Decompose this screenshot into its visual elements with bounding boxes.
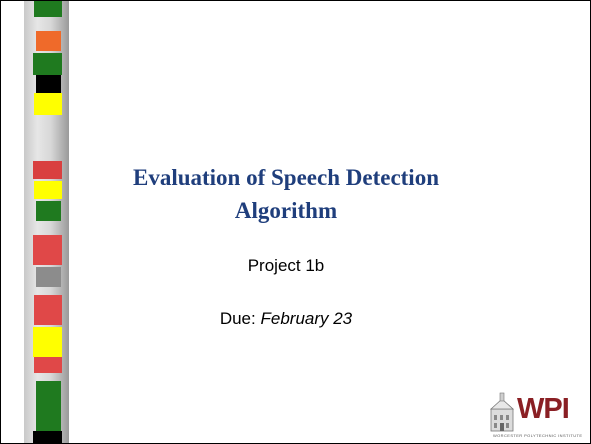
color-block bbox=[34, 357, 62, 373]
title-line-1: Evaluation of Speech Detection bbox=[132, 165, 439, 190]
color-block bbox=[34, 295, 62, 325]
wpi-logo-text: WPI bbox=[517, 393, 570, 425]
wpi-logo-tagline: WORCESTER POLYTECHNIC INSTITUTE bbox=[493, 433, 583, 438]
color-block bbox=[36, 267, 61, 287]
color-blocks bbox=[33, 1, 62, 443]
color-block bbox=[34, 1, 62, 17]
color-block bbox=[36, 75, 61, 93]
due-date: February 23 bbox=[260, 309, 353, 328]
title-line-2: Algorithm bbox=[234, 198, 338, 223]
color-block bbox=[36, 381, 61, 431]
wpi-building-icon bbox=[489, 392, 515, 432]
slide-title: Evaluation of Speech Detection Algorithm bbox=[96, 161, 476, 227]
slide-subtitle: Project 1b bbox=[247, 256, 325, 275]
due-label: Due: bbox=[219, 309, 256, 328]
color-block bbox=[34, 181, 62, 199]
color-block bbox=[33, 235, 62, 265]
due-line: Due: February 23 bbox=[96, 309, 476, 329]
color-block bbox=[34, 93, 62, 115]
color-block bbox=[33, 327, 62, 357]
color-block bbox=[36, 31, 61, 51]
color-block bbox=[33, 161, 62, 179]
color-block bbox=[33, 53, 62, 75]
color-block bbox=[33, 431, 62, 443]
color-block bbox=[36, 201, 61, 221]
